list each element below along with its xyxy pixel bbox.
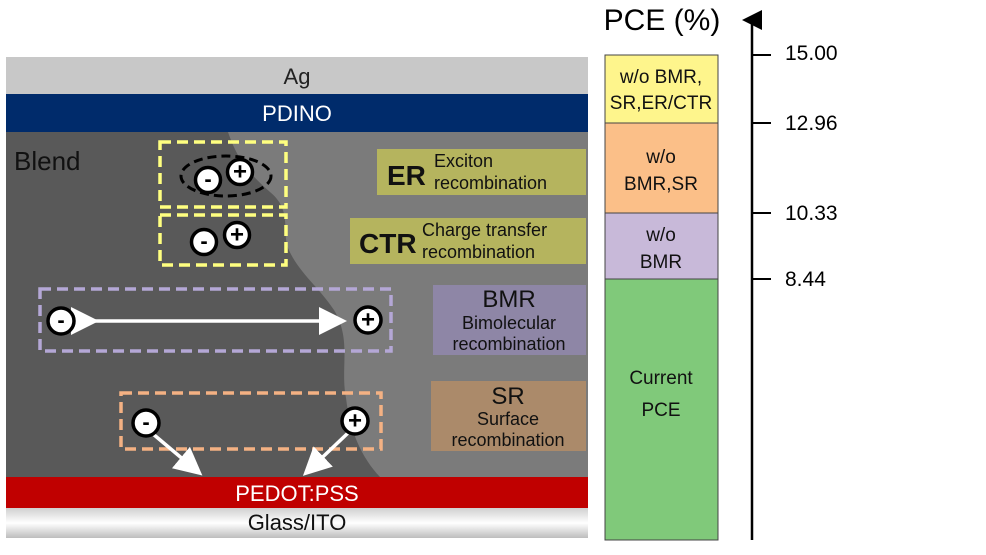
svg-text:-: -	[200, 229, 207, 254]
pedot-label: PEDOT:PSS	[235, 481, 358, 506]
ctr-label-box: CTR Charge transfer recombination	[350, 218, 586, 264]
pce-segment-label: BMR	[640, 252, 682, 273]
bmr-dashed-box	[38, 287, 393, 353]
ctr-dashed-box	[158, 213, 288, 267]
exciton-ellipse	[179, 154, 273, 198]
pce-segment-label: w/o BMR,	[619, 67, 702, 88]
pce-segment-wo-bmr-sr	[604, 122, 719, 214]
bmr-abbr: BMR	[482, 286, 535, 313]
glass-ito-label: Glass/ITO	[248, 510, 347, 535]
ctr-line2: recombination	[422, 242, 535, 262]
pce-title: PCE (%)	[604, 4, 721, 37]
tick-label: 15.00	[785, 42, 838, 65]
hole-icon: +	[340, 406, 370, 436]
bmr-group: - +	[38, 287, 393, 353]
er-abbr: ER	[387, 160, 426, 191]
tick-label: 8.44	[785, 268, 826, 291]
er-line1: Exciton	[434, 151, 493, 171]
electron-icon: -	[131, 408, 161, 438]
svg-text:+: +	[230, 222, 244, 249]
bmr-line1: Bimolecular	[462, 313, 556, 333]
svg-text:+: +	[348, 408, 362, 435]
pce-segment-label: SR,ER/CTR	[610, 93, 712, 114]
er-dashed-box	[158, 140, 288, 209]
hole-icon: +	[353, 305, 383, 335]
pce-segment-current	[604, 278, 719, 541]
pce-segment-label: BMR,SR	[624, 174, 698, 195]
pce-segment-label: w/o	[645, 147, 676, 168]
hole-icon: +	[225, 157, 255, 187]
glass-ito-layer	[6, 508, 588, 538]
svg-text:+: +	[233, 159, 247, 186]
bmr-line2: recombination	[452, 334, 565, 354]
er-line2: recombination	[434, 173, 547, 193]
pce-segment-label: PCE	[641, 400, 680, 421]
sr-line2: recombination	[451, 430, 564, 450]
ctr-line1: Charge transfer	[422, 220, 547, 240]
svg-text:+: +	[361, 307, 375, 334]
sr-arrow-hole	[302, 431, 350, 476]
pedot-layer	[6, 477, 588, 508]
ag-layer	[6, 57, 588, 94]
tick-label: 10.33	[785, 202, 838, 225]
er-exciton-group: - +	[158, 140, 288, 209]
sr-group: - +	[119, 391, 383, 476]
bmr-label-box: BMR Bimolecular recombination	[433, 285, 586, 355]
pce-segment-label: Current	[629, 368, 693, 389]
er-label-box: ER Exciton recombination	[377, 149, 586, 195]
pce-segment-wo-bmr	[604, 212, 719, 280]
electron-icon: -	[193, 165, 223, 195]
ctr-group: - +	[158, 213, 288, 267]
sr-line1: Surface	[477, 409, 539, 429]
electron-icon: -	[46, 306, 76, 336]
electron-icon: -	[189, 227, 219, 257]
pce-segment-label: w/o	[645, 225, 676, 246]
sr-dashed-box	[119, 391, 383, 451]
ag-label: Ag	[284, 64, 311, 89]
hole-icon: +	[222, 220, 252, 250]
pce-bar: PCE (%) w/o BMR, SR,ER/CTR w/o BMR,SR w/…	[604, 4, 721, 541]
svg-text:-: -	[57, 308, 64, 333]
sr-label-box: SR Surface recombination	[431, 381, 586, 451]
svg-text:-: -	[142, 410, 149, 435]
tick-label: 12.96	[785, 112, 838, 135]
pce-axis: 15.00 12.96 10.33 8.44	[742, 10, 838, 540]
blend-label: Blend	[14, 146, 81, 176]
pdino-label: PDINO	[262, 101, 332, 126]
svg-text:-: -	[204, 167, 211, 192]
pdino-layer	[6, 94, 588, 132]
sr-abbr: SR	[491, 383, 524, 410]
ctr-abbr: CTR	[359, 228, 417, 259]
sr-arrow-electron	[151, 432, 203, 476]
pce-segment-wo-bmr-sr-er-ctr	[604, 54, 719, 124]
